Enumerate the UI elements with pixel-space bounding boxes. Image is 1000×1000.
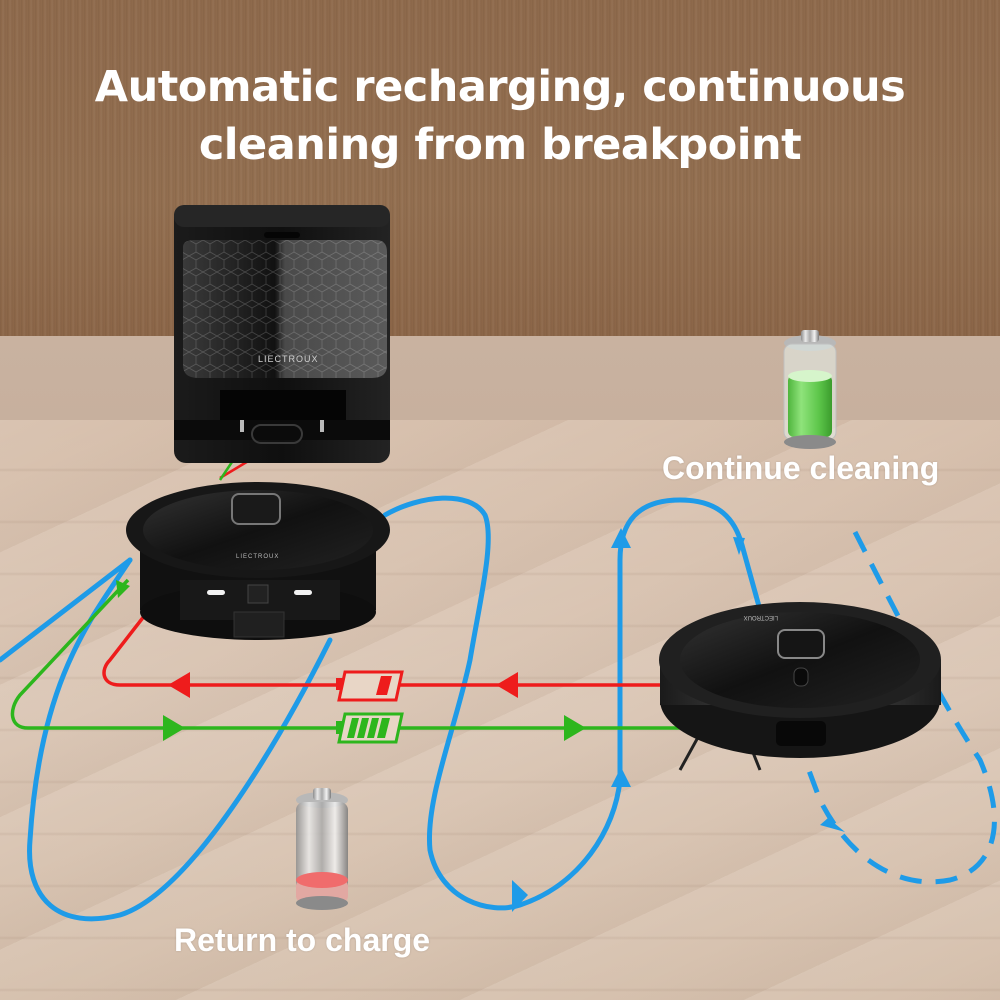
battery-low-icon bbox=[296, 788, 348, 910]
arrow-down-icon bbox=[733, 537, 745, 555]
robot-vacuum-docked: LIECTROUX bbox=[126, 482, 390, 640]
arrow-left-dashed-icon bbox=[820, 818, 845, 832]
robot-vacuum-working: LIECTROUX bbox=[659, 602, 941, 771]
continue-cleaning-label: Continue cleaning bbox=[662, 450, 940, 486]
battery-full-icon bbox=[783, 330, 837, 449]
dock-logo: LIECTROUX bbox=[258, 354, 319, 364]
charging-dock: LIECTROUX bbox=[174, 205, 390, 463]
resume-arrows bbox=[116, 580, 586, 741]
resume-route bbox=[10, 461, 680, 730]
robot-logo: LIECTROUX bbox=[236, 554, 279, 560]
headline-line-1: Automatic recharging, continuous bbox=[94, 62, 906, 112]
arrow-up-icon-2 bbox=[611, 767, 631, 787]
path-arrows bbox=[512, 528, 845, 912]
wood-wall-background bbox=[0, 0, 1000, 336]
battery-low-outline-icon bbox=[336, 670, 404, 702]
headline-line-2: cleaning from breakpoint bbox=[198, 120, 802, 170]
return-to-charge-label: Return to charge bbox=[174, 922, 431, 958]
robot-logo-2: LIECTROUX bbox=[744, 614, 778, 620]
headline: Automatic recharging, continuous cleanin… bbox=[0, 58, 1000, 174]
arrow-up-icon bbox=[611, 528, 631, 548]
arrow-right-icon bbox=[512, 880, 528, 912]
return-arrows bbox=[168, 672, 518, 698]
cleaning-path bbox=[0, 495, 763, 922]
battery-full-outline-icon bbox=[336, 712, 404, 744]
